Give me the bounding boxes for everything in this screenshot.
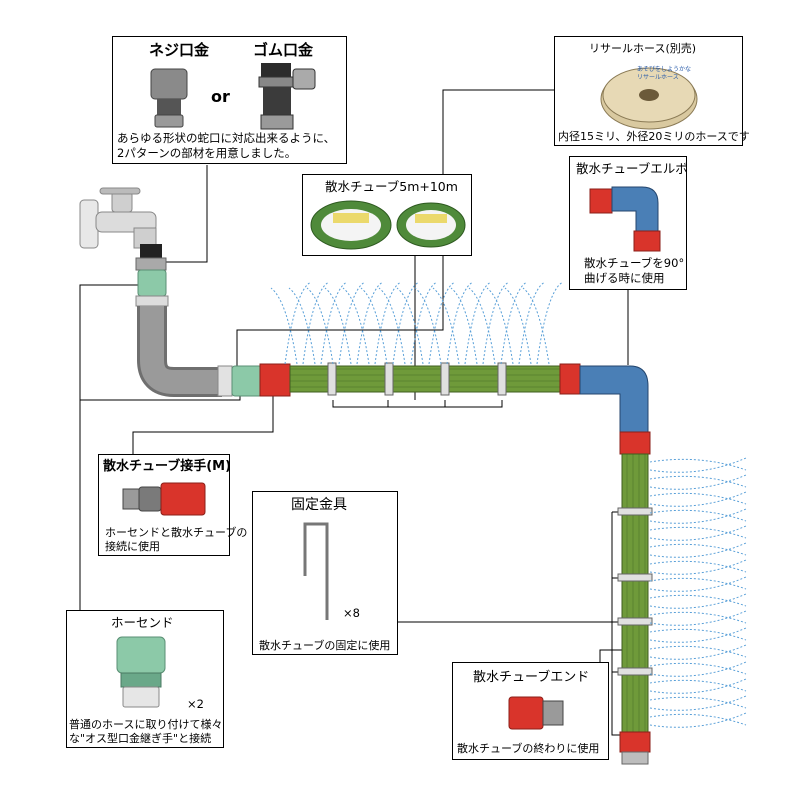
spray-arc — [649, 576, 747, 592]
spray-arc — [649, 526, 747, 539]
spray-tube-panel: 散水チューブ5m+10m — [302, 174, 472, 256]
spray-arc — [649, 508, 747, 524]
elbow-image — [589, 186, 661, 252]
elbow-caption-line2: 曲げる時に使用 — [584, 271, 665, 285]
rubber-adapter-image — [258, 63, 316, 130]
recycled-hose-label-2: リサールホース — [637, 74, 679, 81]
recycled-hose-image — [600, 67, 698, 130]
rubber-adapter-title: ゴム口金 — [253, 41, 314, 59]
spray-arc — [342, 287, 370, 365]
joint-panel: 散水チューブ接手(M) ホーセンドと散水チューブの 接続に使用 — [98, 454, 247, 556]
elbow-caption-line1: 散水チューブを90° — [584, 256, 685, 270]
spray-tube-rolls-image — [310, 200, 466, 250]
spray-arc — [649, 662, 747, 675]
stake-image — [303, 522, 329, 620]
end-cap-image — [508, 696, 564, 730]
recycled-hose-title: リサールホース(別売) — [589, 42, 697, 55]
hosend-caption-line2: な"オス型口金継ぎ手"と接続 — [69, 732, 212, 745]
stake-qty: ×8 — [343, 606, 360, 620]
faucet-adapter-panel: ネジ口金 ゴム口金 or あらゆる形状の蛇口に対応出来るように、 2パターンの部… — [112, 36, 347, 164]
spray-arc — [396, 287, 424, 365]
spray-arc — [270, 287, 298, 365]
spray-arc — [288, 287, 316, 365]
spray-arc — [486, 287, 514, 365]
joint-caption-line1: ホーセンドと散水チューブの — [105, 526, 248, 539]
joint-caption-line2: 接続に使用 — [105, 540, 160, 553]
spray-arc — [649, 611, 747, 624]
spray-arc — [649, 594, 747, 607]
spray-arc — [649, 491, 747, 507]
spray-arc — [378, 287, 406, 365]
joint-image — [122, 482, 206, 516]
hosend-image — [116, 636, 166, 708]
stake-caption: 散水チューブの固定に使用 — [259, 639, 391, 652]
elbow-title: 散水チューブエルボ — [576, 161, 688, 176]
adapter-caption-line2: 2パターンの部材を用意しました。 — [117, 146, 297, 160]
spray-arc — [649, 492, 747, 505]
hosend-caption-line1: 普通のホースに取り付けて様々 — [69, 718, 223, 731]
spray-arc — [649, 474, 747, 490]
spray-arc — [649, 679, 747, 692]
spray-arc — [649, 525, 747, 541]
spray-arc — [649, 610, 747, 626]
hosend-qty: ×2 — [187, 697, 204, 711]
spray-arc — [360, 287, 388, 365]
spray-arc — [649, 696, 747, 709]
elbow-panel: 散水チューブエルボ 散水チューブを90° 曲げる時に使用 — [569, 156, 688, 290]
spray-arc — [504, 287, 532, 365]
joint-title: 散水チューブ接手(M) — [103, 459, 232, 474]
screw-adapter-title: ネジ口金 — [149, 41, 210, 59]
spray-arc — [649, 645, 747, 658]
adapter-caption-line1: あらゆる形状の蛇口に対応出来るように、 — [117, 131, 336, 145]
stake-panel: 固定金具 ×8 散水チューブの固定に使用 — [252, 491, 398, 655]
spray-arc — [649, 712, 747, 728]
water-spray-top — [270, 281, 564, 365]
spray-arc — [522, 287, 550, 365]
spray-arc — [649, 644, 747, 660]
spray-arc — [432, 287, 460, 365]
spray-arc — [649, 543, 747, 556]
recycled-hose-panel: リサールホース(別売) あそびをしようかな リサールホース 内径15ミリ、外径2… — [554, 36, 750, 146]
spray-arc — [649, 559, 747, 575]
spray-arc — [324, 287, 352, 365]
recycled-hose-label-1: あそびをしようかな — [637, 66, 692, 73]
spray-arc — [450, 287, 478, 365]
spray-arc — [649, 593, 747, 609]
end-cap-caption: 散水チューブの終わりに使用 — [457, 742, 600, 755]
spray-arc — [649, 695, 747, 711]
spray-arc — [649, 560, 747, 573]
screw-adapter-image — [150, 68, 188, 128]
spray-tube-title: 散水チューブ5m+10m — [325, 179, 458, 194]
faucet-illustration — [79, 187, 169, 307]
end-cap-title: 散水チューブエンド — [473, 670, 590, 685]
hosend-panel: ホーセンド ×2 普通のホースに取り付けて様々 な"オス型口金継ぎ手"と接続 — [66, 610, 224, 748]
spray-arc — [649, 661, 747, 677]
horizontal-spray-tube — [289, 362, 581, 396]
recycled-hose-caption: 内径15ミリ、外径20ミリのホースです — [558, 130, 750, 143]
spray-arc — [649, 509, 747, 522]
spray-arc — [649, 577, 747, 590]
spray-arc — [414, 287, 442, 365]
gray-hose — [137, 306, 291, 397]
spray-arc — [649, 713, 747, 726]
spray-arc — [306, 287, 334, 365]
spray-arc — [649, 542, 747, 558]
spray-arc — [649, 628, 747, 641]
stake-title: 固定金具 — [291, 497, 347, 513]
water-spray-right — [649, 457, 747, 728]
spray-arc — [468, 287, 496, 365]
hosend-title: ホーセンド — [111, 615, 174, 630]
vertical-spray-tube — [617, 453, 653, 765]
spray-arc — [649, 627, 747, 643]
elbow-fitting — [579, 365, 651, 455]
spray-arc — [649, 458, 747, 471]
end-cap-panel: 散水チューブエンド 散水チューブの終わりに使用 — [452, 662, 609, 760]
spray-arc — [649, 678, 747, 694]
spray-arc — [649, 457, 747, 473]
spray-arc — [649, 475, 747, 488]
or-label: or — [211, 87, 230, 106]
